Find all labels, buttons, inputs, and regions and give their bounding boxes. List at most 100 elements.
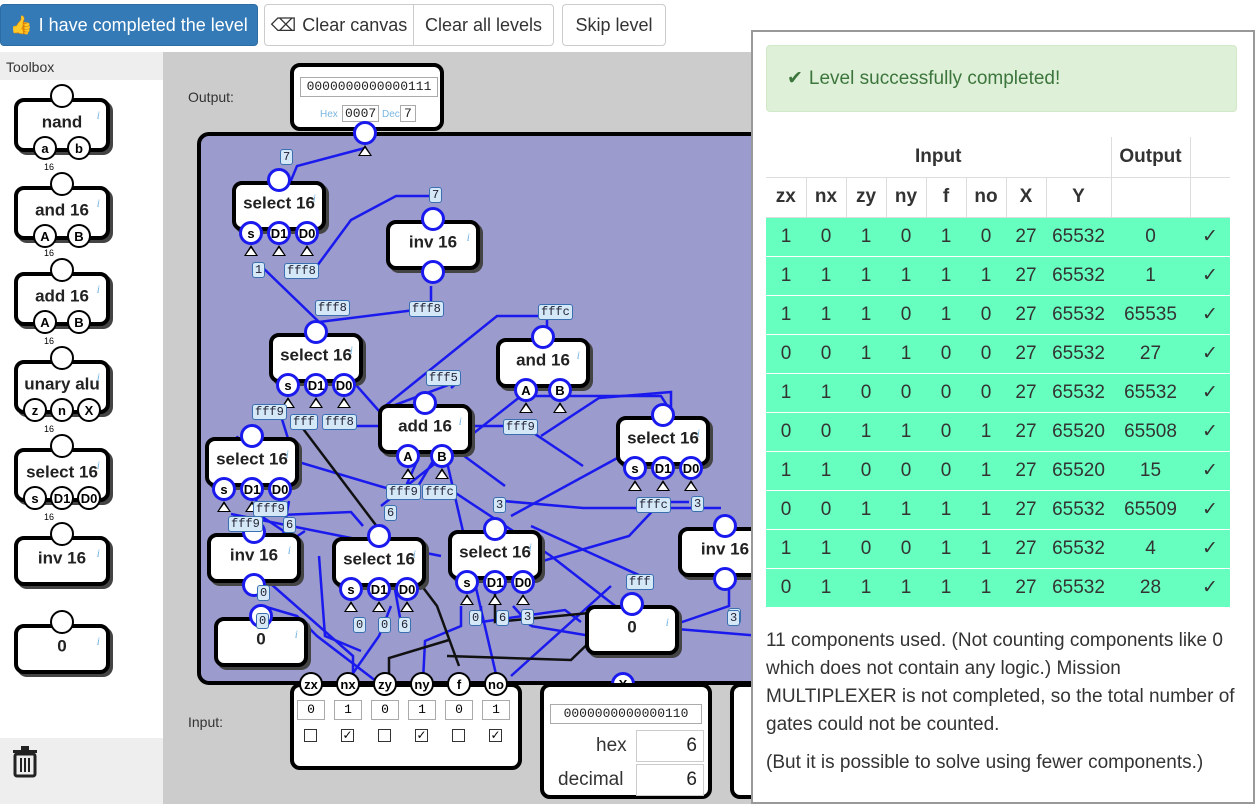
- info-icon[interactable]: i: [349, 343, 353, 357]
- input-pin-D0[interactable]: D0: [268, 477, 292, 501]
- info-icon[interactable]: i: [96, 634, 100, 648]
- info-icon[interactable]: i: [287, 543, 291, 557]
- input-pin-B[interactable]: B: [548, 378, 572, 402]
- input-pin-X[interactable]: X: [77, 398, 101, 422]
- checkbox-ny[interactable]: ✓: [415, 728, 428, 742]
- info-icon[interactable]: i: [696, 426, 700, 440]
- output-pin[interactable]: [367, 524, 391, 548]
- input-pin-A[interactable]: A: [33, 224, 57, 248]
- output-pin[interactable]: [240, 424, 264, 448]
- input-value-zy[interactable]: 0: [371, 700, 399, 720]
- info-icon[interactable]: i: [412, 547, 416, 561]
- info-icon[interactable]: i: [294, 627, 298, 641]
- checkbox-zy[interactable]: [378, 729, 391, 742]
- input-pin-D0[interactable]: D0: [295, 221, 319, 245]
- output-pin[interactable]: [50, 172, 74, 196]
- clear-canvas-button[interactable]: ⌫Clear canvas: [264, 4, 414, 46]
- output-pin[interactable]: [421, 207, 445, 231]
- input-pin-s[interactable]: s: [623, 456, 647, 480]
- input-pin-D1[interactable]: D1: [267, 221, 291, 245]
- input-x-node[interactable]: 0000000000000110 hex 6 decimal 6: [540, 683, 712, 799]
- input-pin-B[interactable]: B: [67, 224, 91, 248]
- input-pin-no[interactable]: no: [484, 672, 508, 696]
- input-pin-s[interactable]: s: [239, 221, 263, 245]
- input-pin-s[interactable]: s: [276, 373, 300, 397]
- input-pin-b[interactable]: b: [67, 136, 91, 160]
- info-icon[interactable]: i: [528, 540, 532, 554]
- info-icon[interactable]: i: [96, 282, 100, 296]
- skip-level-button[interactable]: Skip level: [562, 4, 666, 46]
- output-pin[interactable]: [50, 84, 74, 108]
- clear-all-levels-button[interactable]: Clear all levels: [413, 4, 554, 46]
- input-pin-D1[interactable]: D1: [367, 577, 391, 601]
- output-pin[interactable]: [267, 168, 291, 192]
- input-pin-D0[interactable]: D0: [511, 570, 535, 594]
- output-pin[interactable]: [50, 610, 74, 634]
- info-icon[interactable]: i: [466, 230, 470, 244]
- input-bits-node[interactable]: [290, 683, 522, 770]
- output-pin[interactable]: [50, 434, 74, 458]
- input-pin-D1[interactable]: D1: [304, 373, 328, 397]
- input-x-hex-field[interactable]: 6: [636, 730, 704, 762]
- output-pin[interactable]: [713, 514, 737, 538]
- input-pin-D0[interactable]: D0: [77, 486, 101, 510]
- output-node-pin[interactable]: [353, 121, 377, 145]
- input-pin-s[interactable]: s: [212, 477, 236, 501]
- output-pin[interactable]: [304, 320, 328, 344]
- input-pin-zx[interactable]: zx: [299, 672, 323, 696]
- input-pin-D0[interactable]: D0: [395, 577, 419, 601]
- info-icon[interactable]: i: [576, 348, 580, 362]
- input-pin-z[interactable]: z: [23, 398, 47, 422]
- input-pin-a[interactable]: a: [33, 136, 57, 160]
- checkbox-f[interactable]: [452, 729, 465, 742]
- input-pin-ny[interactable]: ny: [410, 672, 434, 696]
- input-value-zx[interactable]: 0: [297, 700, 325, 720]
- output-pin[interactable]: [483, 517, 507, 541]
- input-pin-s[interactable]: s: [455, 570, 479, 594]
- input-pin[interactable]: [421, 260, 445, 284]
- input-pin-s[interactable]: s: [23, 486, 47, 510]
- info-icon[interactable]: i: [312, 191, 316, 205]
- input-pin-B[interactable]: B: [430, 444, 454, 468]
- input-pin-D1[interactable]: D1: [240, 477, 264, 501]
- checkbox-nx[interactable]: ✓: [341, 728, 354, 742]
- input-value-no[interactable]: 1: [482, 700, 510, 720]
- info-icon[interactable]: i: [96, 458, 100, 472]
- info-icon[interactable]: i: [96, 546, 100, 560]
- input-pin-zy[interactable]: zy: [373, 672, 397, 696]
- input-pin-n[interactable]: n: [50, 398, 74, 422]
- output-pin[interactable]: [50, 346, 74, 370]
- output-node[interactable]: 0000000000000111 Hex 0007 Dec 7: [290, 63, 444, 131]
- output-pin[interactable]: [651, 403, 675, 427]
- info-icon[interactable]: i: [96, 108, 100, 122]
- input-pin-D1[interactable]: D1: [651, 456, 675, 480]
- input-pin-A[interactable]: A: [396, 444, 420, 468]
- input-pin-D0[interactable]: D0: [679, 456, 703, 480]
- info-icon[interactable]: i: [285, 447, 289, 461]
- input-pin-D1[interactable]: D1: [483, 570, 507, 594]
- input-pin-f[interactable]: f: [447, 672, 471, 696]
- info-icon[interactable]: i: [96, 370, 100, 384]
- input-pin-nx[interactable]: nx: [336, 672, 360, 696]
- info-icon[interactable]: i: [458, 414, 462, 428]
- input-pin-A[interactable]: A: [33, 310, 57, 334]
- completed-button[interactable]: 👍I have completed the level: [0, 4, 258, 46]
- output-pin[interactable]: [50, 522, 74, 546]
- output-pin[interactable]: [531, 325, 555, 349]
- input-pin[interactable]: [713, 567, 737, 591]
- input-value-nx[interactable]: 1: [334, 700, 362, 720]
- input-value-ny[interactable]: 1: [408, 700, 436, 720]
- input-value-f[interactable]: 0: [445, 700, 473, 720]
- output-pin[interactable]: [50, 258, 74, 282]
- input-pin-B[interactable]: B: [67, 310, 91, 334]
- input-pin-D0[interactable]: D0: [332, 373, 356, 397]
- input-pin-A[interactable]: A: [514, 378, 538, 402]
- input-pin-s[interactable]: s: [339, 577, 363, 601]
- trash-icon[interactable]: [10, 744, 40, 783]
- checkbox-zx[interactable]: [304, 729, 317, 742]
- output-pin[interactable]: [413, 391, 437, 415]
- input-x-dec-field[interactable]: 6: [636, 764, 704, 796]
- checkbox-no[interactable]: ✓: [489, 728, 502, 742]
- output-pin[interactable]: [620, 592, 644, 616]
